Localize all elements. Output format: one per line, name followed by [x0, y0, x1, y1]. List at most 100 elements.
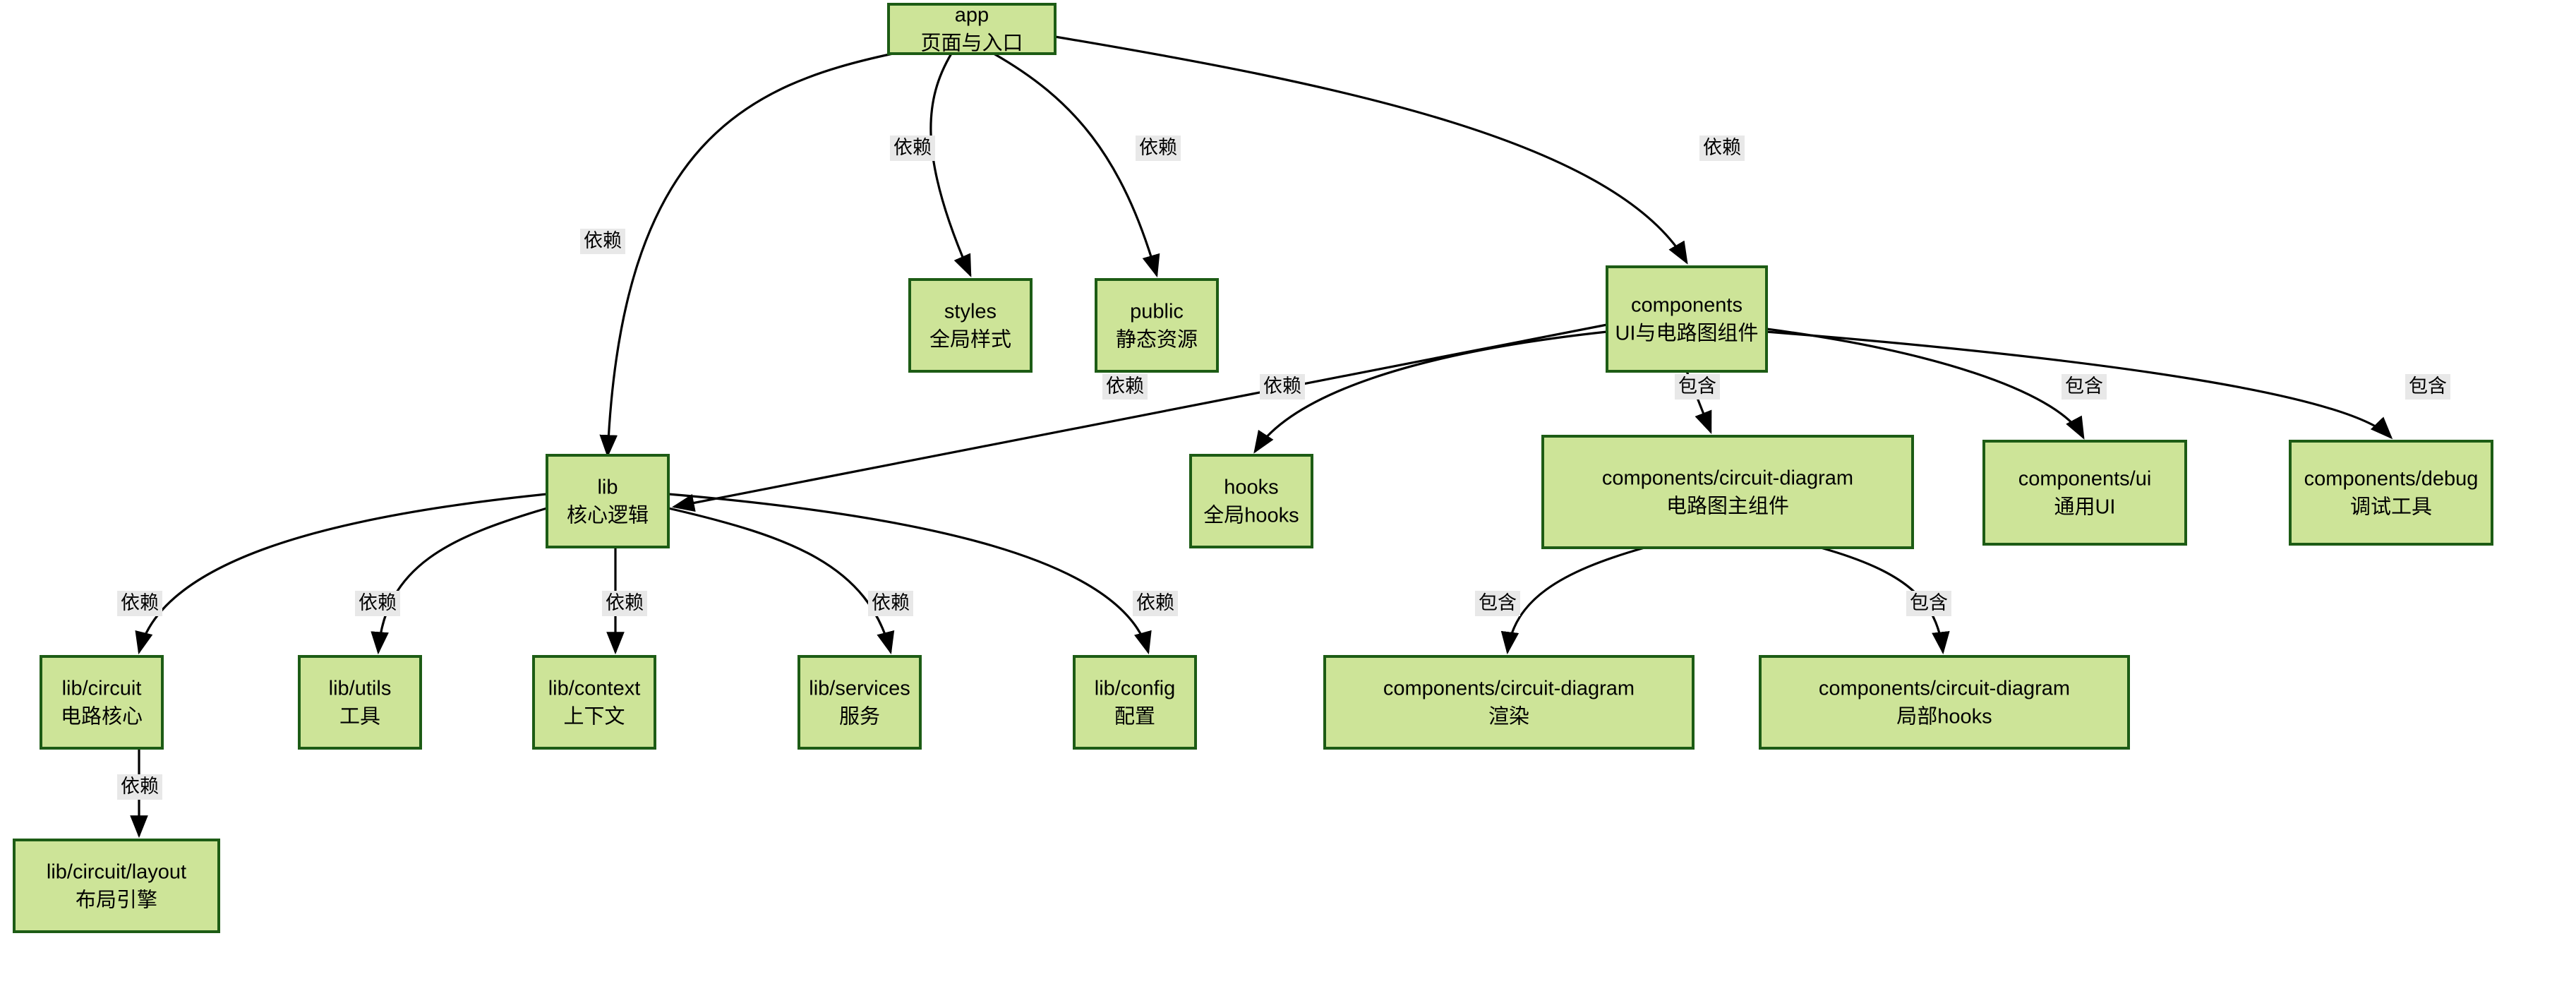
edge-label-app-to-public: 依赖: [1136, 136, 1181, 161]
node-libutils[interactable]: lib/utils 工具: [298, 655, 422, 750]
node-subtitle: UI与电路图组件: [1615, 322, 1758, 345]
edge-label-text: 依赖: [1139, 137, 1177, 158]
node-title: lib: [597, 476, 618, 499]
node-title: components/circuit-diagram: [1819, 678, 2070, 700]
edge-lib-to-libservices: [668, 507, 895, 655]
node-title: components/circuit-diagram: [1602, 467, 1853, 490]
edge-label-text: 依赖: [606, 592, 644, 613]
node-subtitle: 全局样式: [929, 328, 1011, 352]
node-title: lib/services: [809, 678, 910, 700]
edge-label-text: 依赖: [1703, 137, 1741, 158]
edge-label-text: 依赖: [1263, 376, 1301, 397]
edge-label-text: 依赖: [872, 592, 910, 613]
edge-label-chip: [1699, 136, 1745, 161]
edge-label-chip: [2405, 374, 2450, 400]
node-title: components/circuit-diagram: [1383, 678, 1635, 700]
node-subtitle: 通用UI: [2054, 496, 2115, 519]
edge-label-text: 包含: [1678, 376, 1716, 397]
edge-lib-to-libcircuit: [135, 493, 548, 655]
edges-layer: [130, 35, 2393, 839]
edge-app-to-styles: [929, 53, 972, 277]
edge-label-libcircuit-to-liblayout: 依赖: [117, 774, 162, 800]
node-title: app: [955, 4, 989, 27]
edge-label-lib-to-libservices: 依赖: [868, 591, 913, 616]
edge-label-chip: [1136, 136, 1181, 161]
edge-label-chip: [1102, 374, 1148, 400]
edge-cd-to-cdhooks: [1820, 546, 1950, 655]
edge-label-text: 包含: [1479, 592, 1517, 613]
edge-label-components-to-cui: 包含: [2062, 374, 2107, 400]
node-lib[interactable]: lib 核心逻辑: [546, 454, 670, 548]
node-title: components: [1631, 294, 1743, 317]
node-box: [798, 655, 922, 750]
node-title: lib/circuit: [62, 678, 142, 700]
edge-label-chip: [2062, 374, 2107, 400]
node-box: [887, 3, 1057, 55]
edge-components-to-hooks: [1253, 330, 1608, 454]
node-subtitle: 静态资源: [1116, 328, 1198, 352]
node-box: [1759, 655, 2130, 750]
edge-label-chip: [1906, 591, 1951, 616]
node-title: components/debug: [2304, 468, 2479, 491]
node-box: [1606, 265, 1768, 373]
edge-label-chip: [1675, 374, 1720, 400]
edge-label-text: 依赖: [121, 592, 159, 613]
edge-label-chip: [868, 591, 913, 616]
node-subtitle: 调试工具: [2350, 496, 2432, 519]
edge-label-lib-to-libcontext: 依赖: [602, 591, 647, 616]
edge-label-cd-to-cdrender: 包含: [1475, 591, 1520, 616]
edge-components-to-cdebug: [1766, 330, 2393, 440]
edge-label-lib-to-libutils: 依赖: [355, 591, 400, 616]
node-libcontext[interactable]: lib/context 上下文: [532, 655, 656, 750]
node-box: [1095, 278, 1219, 373]
edge-label-text: 依赖: [1106, 376, 1144, 397]
node-cdebug[interactable]: components/debug 调试工具: [2289, 440, 2493, 546]
edge-label-chip: [1475, 591, 1520, 616]
edge-label-cd-to-cdhooks: 包含: [1906, 591, 1951, 616]
node-title: components/ui: [2018, 468, 2152, 491]
node-title: lib/utils: [329, 678, 392, 700]
node-box: [2289, 440, 2493, 546]
edge-label-components-to-cdebug: 包含: [2405, 374, 2450, 400]
node-subtitle: 布局引擎: [76, 889, 157, 912]
edge-app-to-public: [993, 52, 1160, 278]
node-libcircuit[interactable]: lib/circuit 电路核心: [40, 655, 164, 750]
node-subtitle: 工具: [339, 706, 380, 728]
node-box: [546, 454, 670, 548]
edge-label-components-to-cd: 包含: [1675, 374, 1720, 400]
node-subtitle: 配置: [1114, 706, 1155, 728]
node-box: [532, 655, 656, 750]
edge-cd-to-cdrender: [1500, 546, 1645, 655]
node-cui[interactable]: components/ui 通用UI: [1982, 440, 2187, 546]
edge-label-text: 依赖: [121, 776, 159, 797]
node-box: [1189, 454, 1313, 548]
edge-lib-to-libutils: [371, 507, 548, 655]
edge-label-components-to-lib: 依赖: [1102, 374, 1148, 400]
edge-app-to-lib: [599, 52, 893, 458]
edge-label-chip: [117, 591, 162, 616]
node-subtitle: 上下文: [563, 705, 625, 728]
edge-label-app-to-styles: 依赖: [890, 136, 935, 161]
edge-components-to-cui: [1766, 328, 2085, 440]
node-title: lib/context: [548, 678, 641, 700]
node-subtitle: 电路核心: [61, 705, 143, 728]
edge-label-components-to-hooks: 依赖: [1260, 374, 1305, 400]
edge-label-text: 依赖: [1136, 592, 1174, 613]
edge-lib-to-libconfig: [668, 493, 1152, 655]
node-subtitle: 核心逻辑: [567, 504, 649, 527]
node-box: [40, 655, 164, 750]
edge-label-text: 包含: [1910, 592, 1948, 613]
